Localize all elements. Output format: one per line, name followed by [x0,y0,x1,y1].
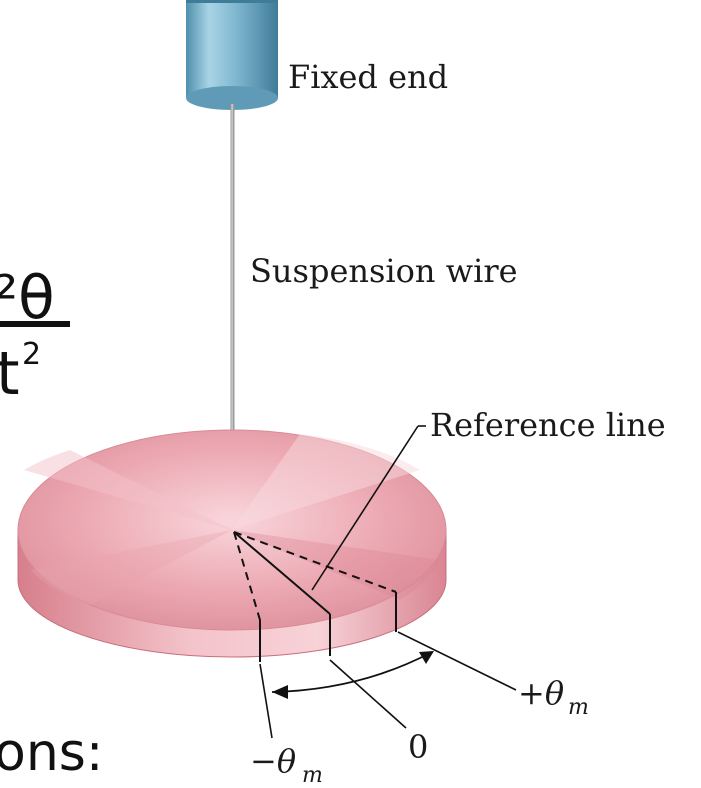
svg-text:−θ: −θ [250,742,296,780]
reference-line-leader [311,425,419,591]
equation-exponent: 2 [22,337,41,372]
angle-lines [233,531,397,662]
slide-equation-fragment: ²θ t 2 ons: [0,263,103,783]
plus-theta-leader [397,631,517,691]
minus-theta-label: −θ m [250,742,323,788]
equation-denominator: t [0,339,20,409]
svg-text:m: m [568,695,589,720]
suspension-wire-label: Suspension wire [250,252,518,290]
slide-bottom-text: ons: [0,723,103,783]
leader-lines [259,425,517,739]
amplitude-arc-arrow [271,651,434,699]
zero-leader [329,659,407,729]
fixed-end-clamp [186,0,278,110]
fraction-bar [0,321,70,327]
plus-theta-line-top [233,531,397,593]
svg-text:m: m [302,763,323,788]
reference-line-label: Reference line [430,406,666,444]
fixed-end-label: Fixed end [288,58,448,96]
minus-theta-leader [259,663,273,739]
zero-label: 0 [408,728,428,766]
reference-line-top [233,531,331,615]
plus-theta-label: +θ m [518,674,589,720]
minus-theta-line-top [233,531,261,621]
svg-text:+θ: +θ [518,674,564,712]
disk [17,429,447,658]
